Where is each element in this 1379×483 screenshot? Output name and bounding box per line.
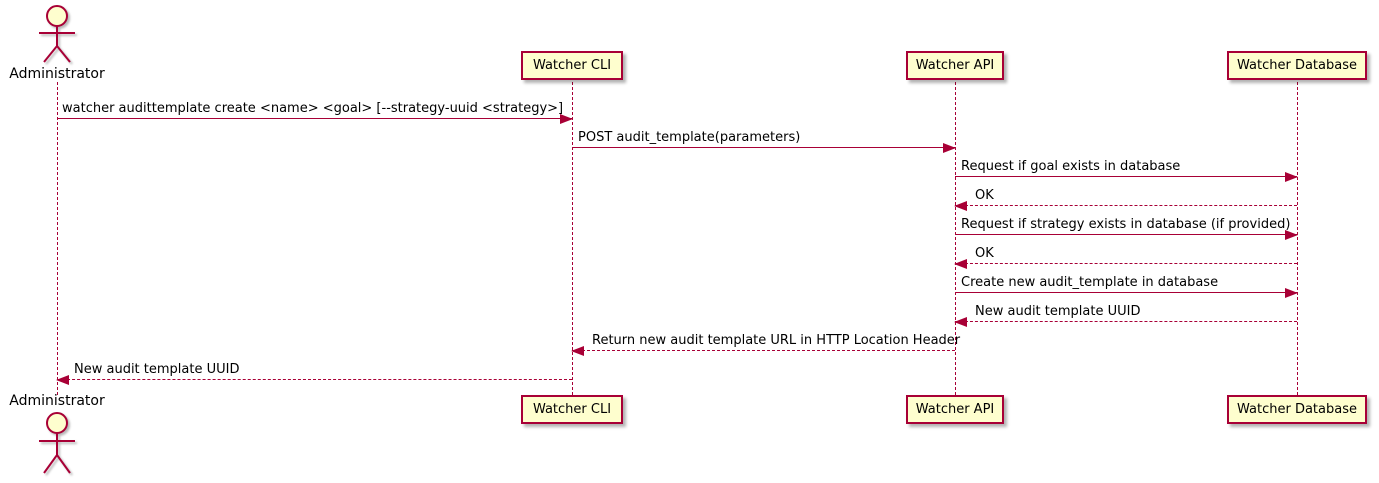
- arrowhead-icon: [954, 259, 967, 269]
- message-label: Request if goal exists in database: [961, 159, 1181, 174]
- actor-icon: [39, 5, 75, 63]
- actor-icon: [39, 412, 75, 474]
- message-arrow: [955, 172, 1298, 182]
- participant-watcher-cli-top: Watcher CLI: [521, 51, 623, 80]
- message-label: Request if strategy exists in database (…: [961, 217, 1291, 232]
- message-arrow: [954, 259, 1297, 269]
- participant-watcher-database-top: Watcher Database: [1227, 51, 1367, 80]
- message-label: New audit template UUID: [975, 304, 1141, 319]
- message-label: watcher audittemplate create <name> <goa…: [62, 101, 564, 116]
- message-arrow: [954, 201, 1297, 211]
- message-arrow: [954, 317, 1297, 327]
- participant-watcher-database-bottom: Watcher Database: [1227, 395, 1367, 424]
- arrowhead-icon: [560, 114, 573, 124]
- actor-label-bottom: Administrator: [9, 393, 105, 409]
- message-arrow: [955, 230, 1298, 240]
- message-label: New audit template UUID: [74, 362, 240, 377]
- actor-label-top: Administrator: [9, 66, 105, 82]
- participant-watcher-api-top: Watcher API: [906, 51, 1004, 80]
- lifeline-watcher-api: [955, 82, 956, 395]
- arrowhead-icon: [954, 201, 967, 211]
- participant-watcher-cli-bottom: Watcher CLI: [521, 395, 623, 424]
- message-arrow: [56, 375, 572, 385]
- message-label: OK: [975, 246, 994, 261]
- message-arrow: [572, 143, 956, 153]
- arrowhead-icon: [1285, 288, 1298, 298]
- arrowhead-icon: [954, 317, 967, 327]
- message-arrow: [955, 288, 1298, 298]
- participant-watcher-api-bottom: Watcher API: [906, 395, 1004, 424]
- message-label: Create new audit_template in database: [961, 275, 1219, 290]
- message-label: POST audit_template(parameters): [578, 130, 801, 145]
- arrowhead-icon: [1285, 172, 1298, 182]
- message-arrow: [571, 346, 955, 356]
- message-label: OK: [975, 188, 994, 203]
- message-arrow: [57, 114, 573, 124]
- arrowhead-icon: [943, 143, 956, 153]
- arrowhead-icon: [571, 346, 584, 356]
- lifeline-watcher-cli: [572, 82, 573, 395]
- lifeline-administrator: [57, 82, 58, 395]
- arrowhead-icon: [56, 375, 69, 385]
- message-label: Return new audit template URL in HTTP Lo…: [592, 333, 961, 348]
- arrowhead-icon: [1285, 230, 1298, 240]
